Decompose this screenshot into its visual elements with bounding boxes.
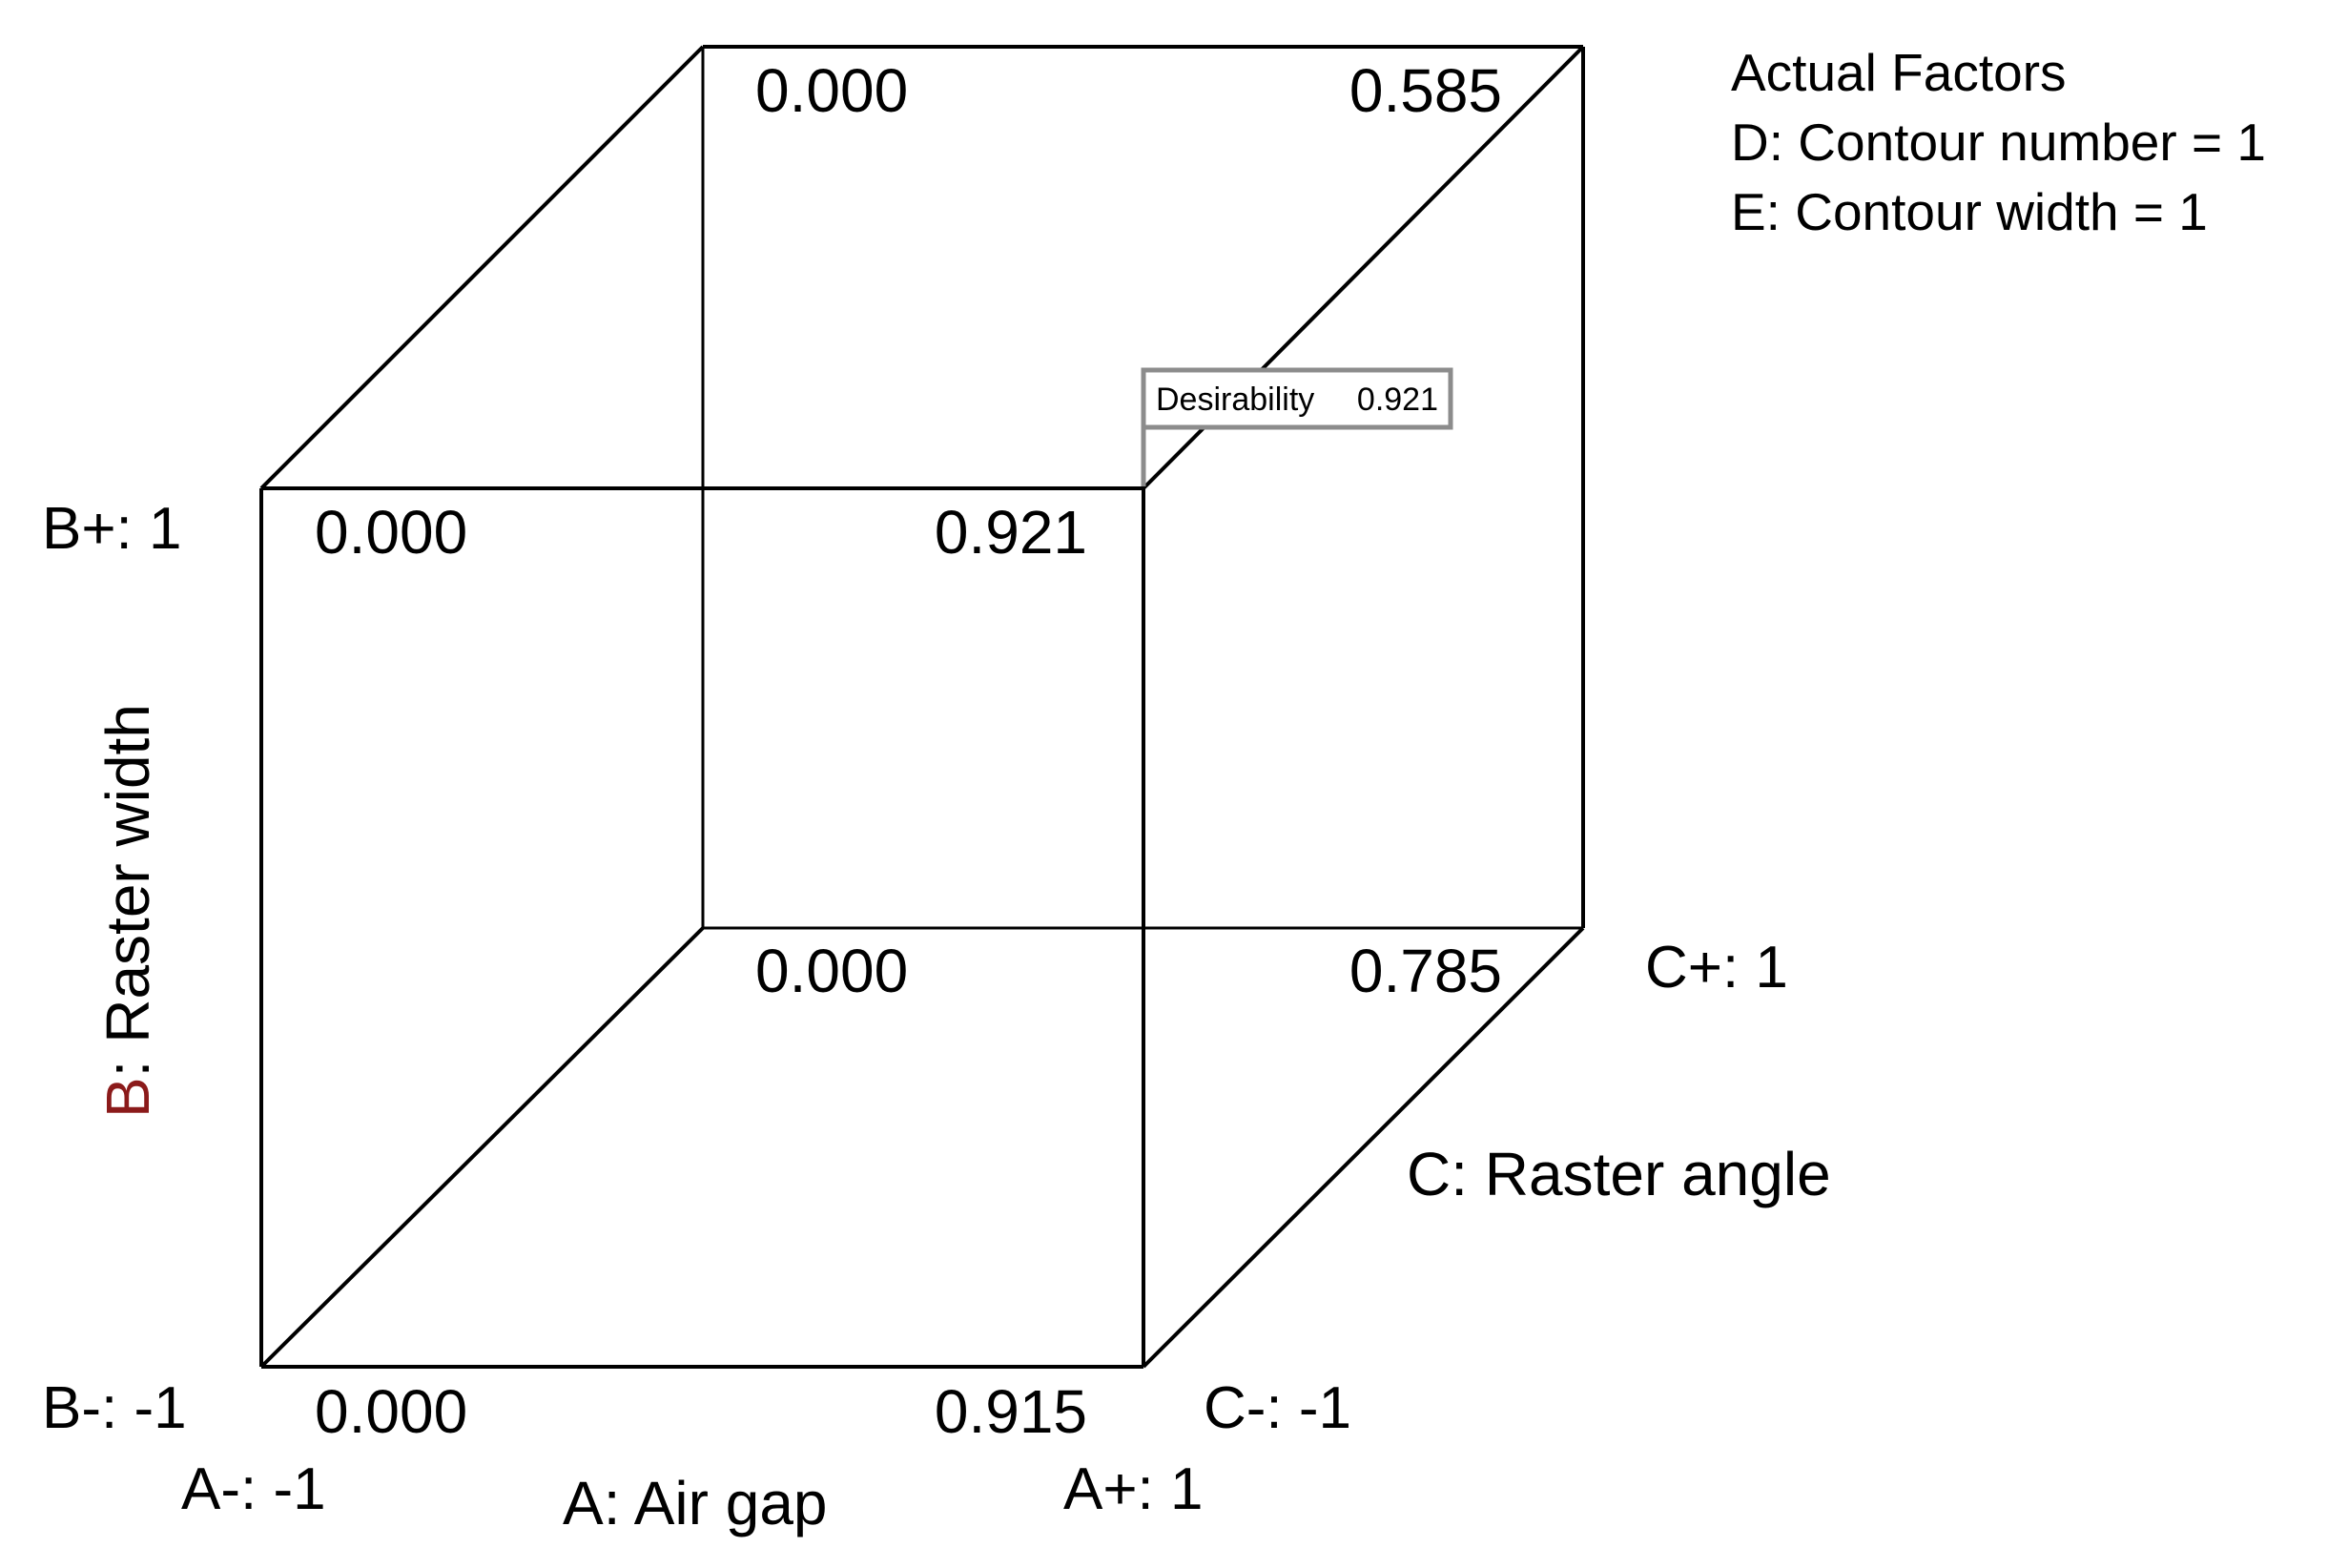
tooltip-box bbox=[1141, 367, 1453, 430]
tooltip-value: 0.921 bbox=[1357, 382, 1438, 418]
depth-edge-top-left bbox=[259, 45, 705, 490]
corner-value: 0.000 bbox=[755, 937, 908, 1005]
desirability-tooltip: Desirability 0.921 bbox=[1141, 367, 1453, 486]
c-axis-title: C: Raster angle bbox=[1407, 1140, 1831, 1208]
a-low-label: A-: -1 bbox=[181, 1456, 326, 1522]
corner-value: 0.000 bbox=[315, 498, 467, 567]
b-high-label: B+: 1 bbox=[42, 496, 182, 562]
cube-wireframe bbox=[259, 45, 1585, 1369]
a-axis-title: A: Air gap bbox=[563, 1469, 828, 1537]
corner-value: 0.000 bbox=[315, 1377, 467, 1446]
b-low-label: B-: -1 bbox=[42, 1375, 187, 1441]
corner-value: 0.915 bbox=[935, 1377, 1087, 1446]
c-high-label: C+: 1 bbox=[1645, 935, 1788, 1001]
corner-value: 0.000 bbox=[755, 56, 908, 125]
depth-edge-bottom-left bbox=[259, 926, 705, 1369]
b-axis-title: B: Raster width bbox=[93, 704, 162, 1118]
corner-value: 0.921 bbox=[935, 498, 1087, 567]
corner-value: 0.785 bbox=[1349, 937, 1502, 1005]
depth-edge-bottom-right bbox=[1142, 926, 1585, 1369]
tooltip-label: Desirability bbox=[1156, 382, 1314, 418]
actual-factor-line: D: Contour number = 1 bbox=[1731, 113, 2266, 172]
actual-factor-line: E: Contour width = 1 bbox=[1731, 182, 2208, 241]
actual-factors-legend: Actual Factors D: Contour number = 1 E: … bbox=[1731, 43, 2266, 241]
actual-factors-heading: Actual Factors bbox=[1731, 43, 2067, 102]
a-high-label: A+: 1 bbox=[1063, 1456, 1204, 1522]
corner-value: 0.585 bbox=[1349, 56, 1502, 125]
c-low-label: C-: -1 bbox=[1204, 1375, 1351, 1441]
